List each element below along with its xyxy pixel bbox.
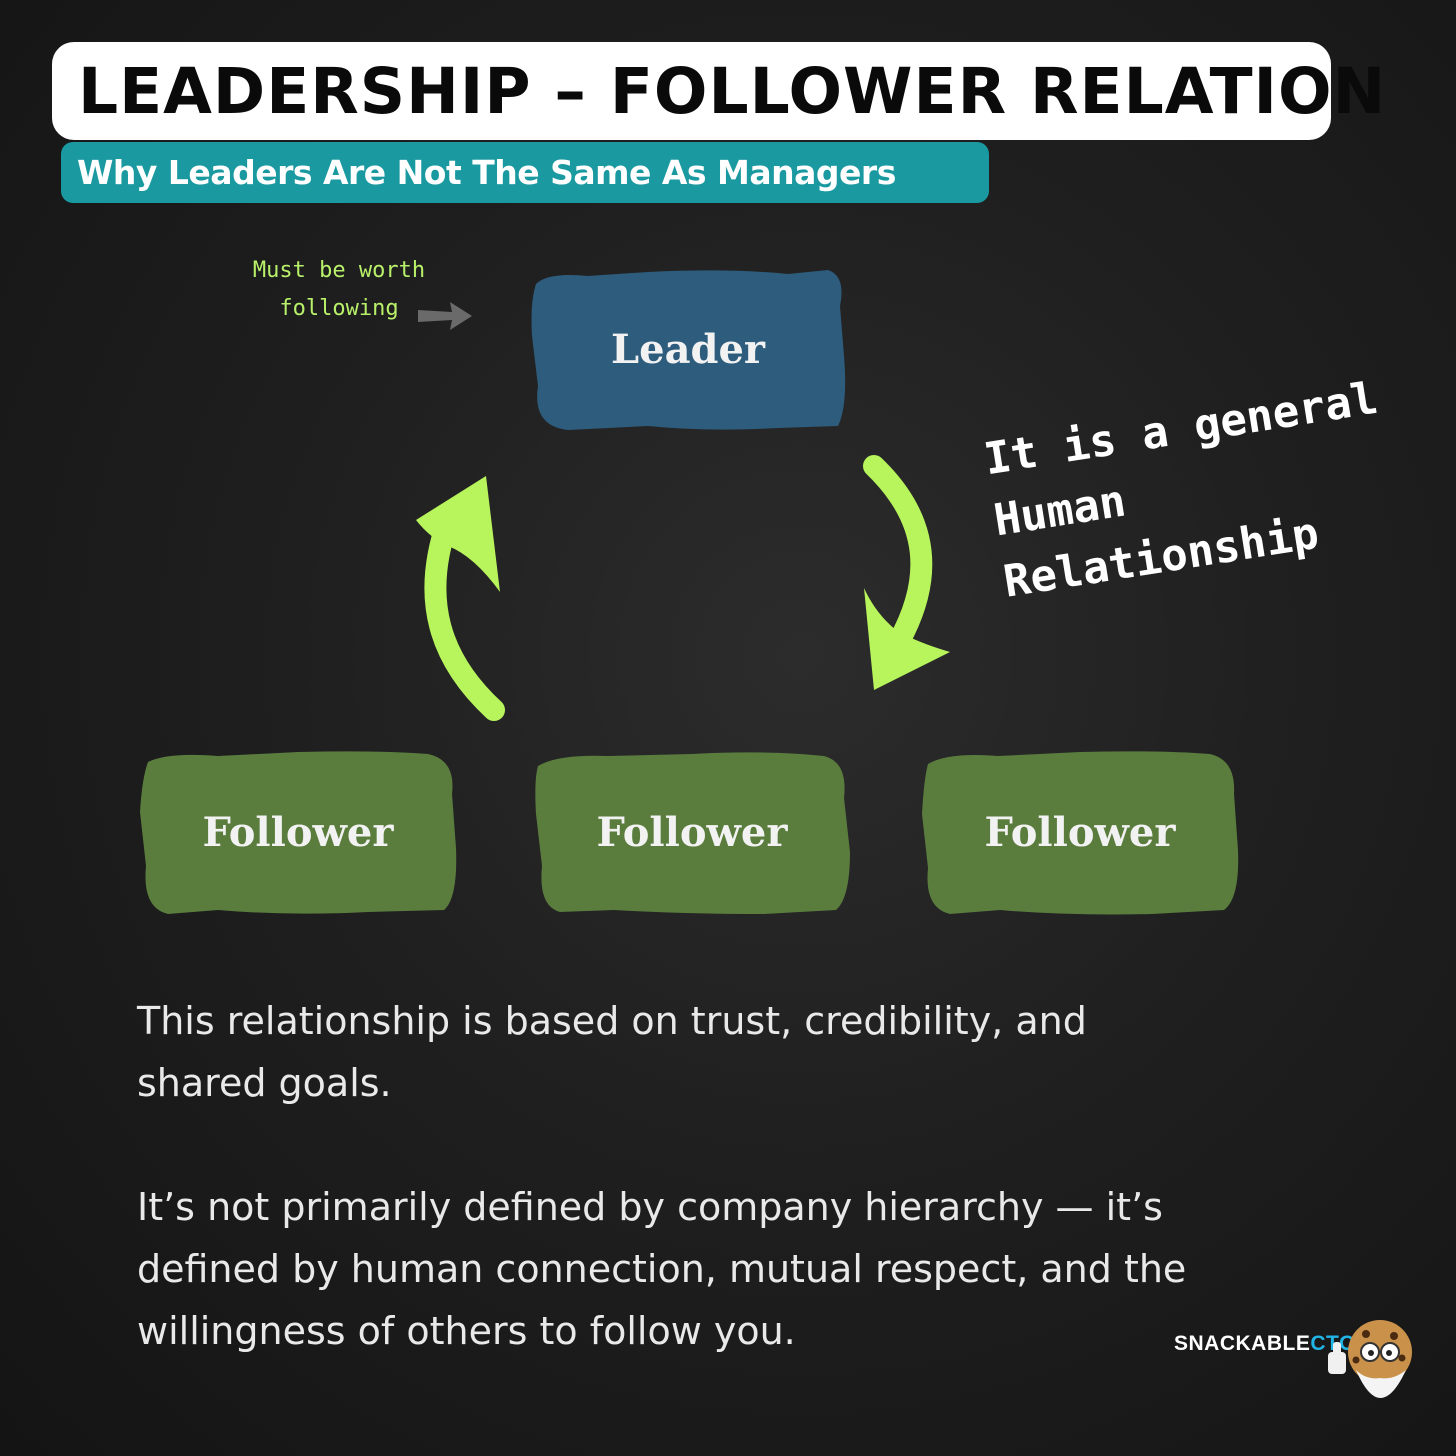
follower-node-2: Follower <box>532 748 852 916</box>
follower-brush-shape <box>922 751 1239 915</box>
brand-name: SNACKABLE <box>1174 1332 1311 1355</box>
page-subtitle: Why Leaders Are Not The Same As Managers <box>77 153 896 192</box>
follower-label: Follower <box>596 808 788 856</box>
title-banner: LEADERSHIP – FOLLOWER RELATION <box>52 42 1385 140</box>
brand-logo-text: SNACKABLECTO <box>1174 1332 1356 1356</box>
paragraph: It’s not primarily defined by company hi… <box>137 1185 1187 1353</box>
leader-brush-shape <box>531 270 846 430</box>
curved-up-arrow-icon <box>416 476 505 721</box>
body-text: This relationship is based on trust, cre… <box>137 990 1317 1424</box>
follower-node-1: Follower <box>138 748 458 916</box>
follower-label: Follower <box>984 808 1176 856</box>
brand-name-accent: CTO <box>1310 1332 1356 1355</box>
leader-note: Must be worth following <box>252 258 426 321</box>
paragraph: This relationship is based on trust, cre… <box>137 999 1087 1105</box>
curved-down-arrow-icon <box>863 455 950 690</box>
leader-node: Leader <box>528 266 848 432</box>
page-title: LEADERSHIP – FOLLOWER RELATION <box>78 54 1387 128</box>
follower-brush-shape <box>140 751 457 914</box>
subtitle-banner: Why Leaders Are Not The Same As Managers <box>61 142 989 203</box>
follower-node-3: Follower <box>920 748 1240 916</box>
cookie-mascot-icon <box>1328 1320 1412 1398</box>
follower-label: Follower <box>202 808 394 856</box>
leader-label: Leader <box>611 325 765 373</box>
follower-brush-shape <box>535 752 850 914</box>
